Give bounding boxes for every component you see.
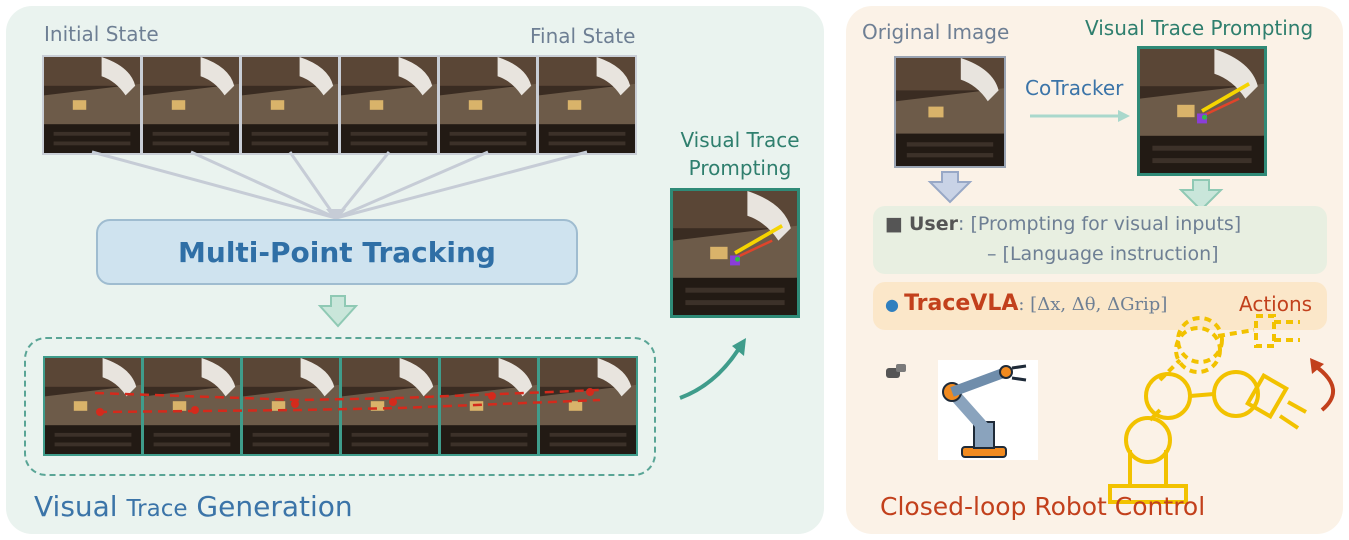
closed-loop-label: Closed-loop Robot Control: [880, 492, 1206, 521]
video-frame-6: [537, 55, 637, 155]
user-prompt-box: [873, 206, 1327, 274]
generation-title-visual: Visual: [34, 490, 118, 523]
rotation-arrow-icon: [1316, 366, 1335, 412]
vtp-label: Visual Trace Prompting: [672, 126, 808, 182]
tracevla-formula: : [Δx, Δθ, ΔGrip]: [1018, 294, 1168, 315]
rotation-arrowhead-icon: [1310, 358, 1324, 374]
arm-icon: [886, 364, 906, 378]
traced-frame-6: [538, 356, 638, 456]
tracevla-label: TraceVLA: [904, 291, 1019, 316]
original-image-label: Original Image: [862, 20, 1010, 44]
vtp-label-line1: Visual Trace: [680, 128, 800, 152]
tracevla-line: ● TraceVLA: [Δx, Δθ, ΔGrip]: [885, 291, 1167, 316]
visual-trace-prompting-label: Visual Trace Prompting: [1085, 16, 1314, 40]
robot-icon: ●: [885, 295, 899, 314]
cotracker-label: CoTracker: [1025, 76, 1124, 100]
user-icon: ■: [885, 213, 903, 235]
user-label: User: [909, 213, 958, 235]
user-text-2: – [Language instruction]: [987, 243, 1219, 265]
generation-title-generation: Generation: [196, 490, 353, 523]
original-image: [894, 56, 1006, 168]
robot-arm-icon: [938, 360, 1038, 460]
initial-state-label: Initial State: [44, 22, 159, 46]
actions-label: Actions: [1239, 292, 1313, 316]
tracevla-box: [873, 282, 1327, 330]
user-text-1: : [Prompting for visual inputs]: [958, 213, 1242, 235]
user-line-1: ■ User: [Prompting for visual inputs]: [885, 213, 1241, 235]
vtp-label-line2: Prompting: [688, 156, 792, 180]
multi-point-tracking-box: Multi-Point Tracking: [96, 219, 578, 285]
generation-title: Visual Trace Generation: [34, 490, 353, 523]
traced-image: [1137, 46, 1267, 176]
final-state-label: Final State: [530, 24, 636, 48]
vtp-image: [670, 188, 800, 318]
trace-generation-box: [24, 337, 656, 476]
left-connectors: [91, 150, 746, 400]
trace-overlay: [94, 388, 601, 416]
big-robot-arm-icon: [1108, 314, 1307, 504]
generation-title-trace: Trace: [126, 496, 188, 522]
